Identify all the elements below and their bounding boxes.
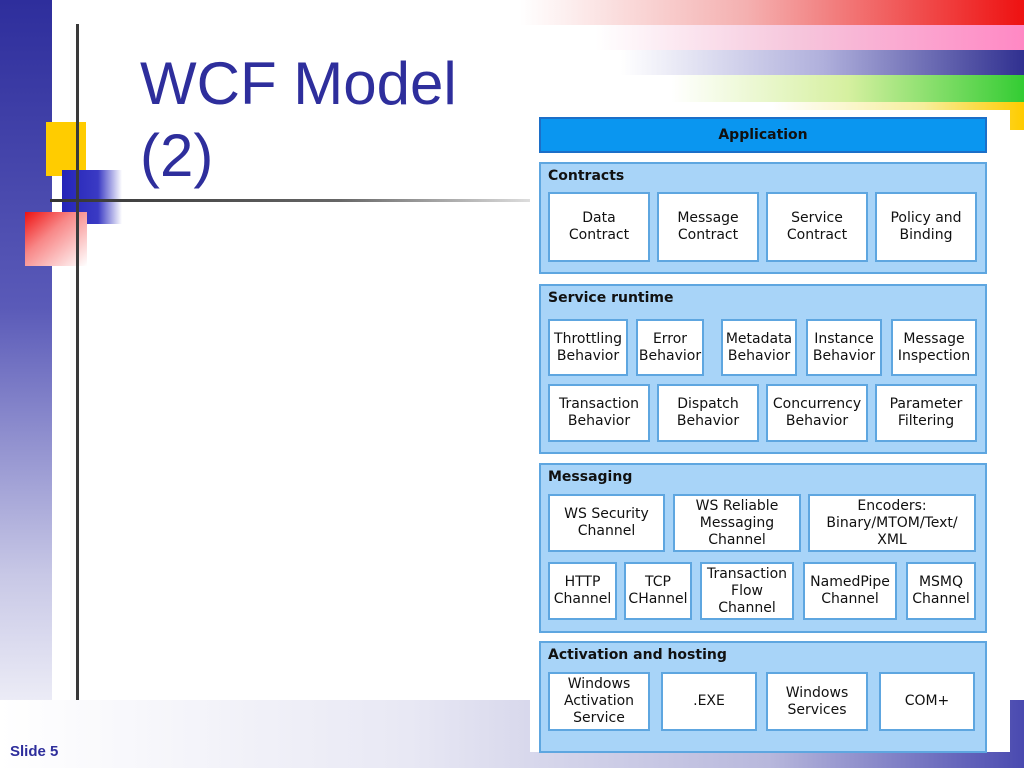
windows-activation-service-box: Windows Activation Service	[548, 672, 650, 731]
service-contract-box: Service Contract	[766, 192, 868, 262]
left-gradient-band	[0, 0, 52, 768]
encoders-box: Encoders: Binary/MTOM/Text/ XML	[808, 494, 976, 552]
group-title: Contracts	[548, 168, 625, 184]
metadata-behavior-box: Metadata Behavior	[721, 319, 797, 376]
service-runtime-group: Service runtime Throttling Behavior Erro…	[539, 284, 987, 454]
tcp-channel-box: TCP CHannel	[624, 562, 692, 620]
application-layer: Application	[539, 117, 987, 153]
contracts-group: Contracts Data Contract Message Contract…	[539, 162, 987, 274]
transaction-behavior-box: Transaction Behavior	[548, 384, 650, 442]
error-behavior-box: Error Behavior	[636, 319, 704, 376]
pink-stripe	[520, 25, 1024, 50]
vertical-rule	[76, 24, 79, 700]
green-stripe	[520, 75, 1024, 102]
red-stripe	[520, 0, 1024, 25]
slide-title: WCF Model (2)	[140, 50, 457, 189]
instance-behavior-box: Instance Behavior	[806, 319, 882, 376]
yellow-square-decoration	[46, 122, 86, 176]
message-contract-box: Message Contract	[657, 192, 759, 262]
wcf-architecture-diagram: Application Contracts Data Contract Mess…	[530, 110, 1010, 753]
dispatch-behavior-box: Dispatch Behavior	[657, 384, 759, 442]
ws-security-channel-box: WS Security Channel	[548, 494, 665, 552]
group-title: Activation and hosting	[548, 647, 727, 663]
msmq-channel-box: MSMQ Channel	[906, 562, 976, 620]
namedpipe-channel-box: NamedPipe Channel	[803, 562, 897, 620]
group-title: Service runtime	[548, 290, 674, 306]
horizontal-rule	[50, 199, 530, 202]
group-title: Messaging	[548, 469, 633, 485]
messaging-group: Messaging WS Security Channel WS Reliabl…	[539, 463, 987, 633]
message-inspection-box: Message Inspection	[891, 319, 977, 376]
windows-services-box: Windows Services	[766, 672, 868, 731]
ws-reliable-messaging-box: WS Reliable Messaging Channel	[673, 494, 801, 552]
policy-binding-box: Policy and Binding	[875, 192, 977, 262]
transaction-flow-channel-box: Transaction Flow Channel	[700, 562, 794, 620]
data-contract-box: Data Contract	[548, 192, 650, 262]
parameter-filtering-box: Parameter Filtering	[875, 384, 977, 442]
slide-number: Slide 5	[10, 743, 59, 760]
exe-box: .EXE	[661, 672, 757, 731]
throttling-behavior-box: Throttling Behavior	[548, 319, 628, 376]
blue-stripe	[520, 50, 1024, 75]
http-channel-box: HTTP Channel	[548, 562, 617, 620]
concurrency-behavior-box: Concurrency Behavior	[766, 384, 868, 442]
com-plus-box: COM+	[879, 672, 975, 731]
activation-hosting-group: Activation and hosting Windows Activatio…	[539, 641, 987, 753]
